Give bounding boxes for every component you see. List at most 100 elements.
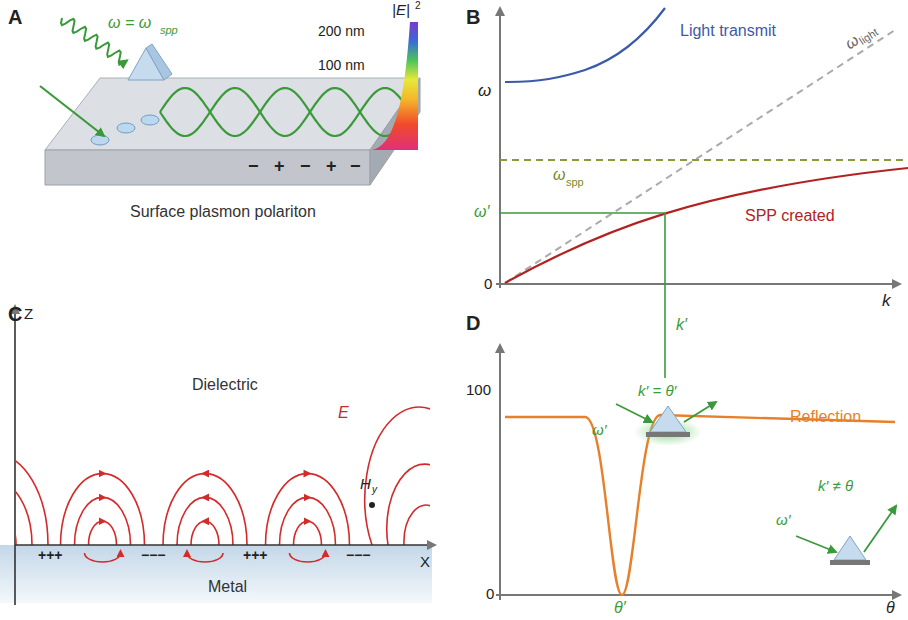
drawing-stroke — [290, 553, 326, 562]
axis-label: k′ — [676, 316, 687, 334]
light-line-label: ωlight — [842, 11, 897, 58]
curve-label: SPP created — [745, 207, 835, 225]
drawing-stroke — [16, 407, 430, 545]
resonant-prism — [616, 402, 716, 446]
curve-label: Light transmit — [680, 22, 776, 40]
curve-label: ω — [553, 166, 565, 184]
drawing-stroke — [404, 505, 430, 545]
field-lines — [0, 407, 473, 562]
drawing-stroke — [16, 453, 48, 545]
charge-sign: + — [326, 157, 337, 177]
axis-value: 100 — [466, 382, 491, 399]
panel-letter: D — [466, 312, 480, 334]
frequency-label: ω′ — [776, 512, 791, 529]
charge-sign: −−− — [346, 548, 371, 563]
frequency-label: ω = ω — [108, 14, 151, 32]
drawing-stroke — [616, 404, 652, 422]
axis-label: ω — [478, 82, 491, 101]
reflection-curve — [505, 415, 895, 595]
spp-asymptote — [500, 159, 908, 161]
panel-caption: Surface plasmon polariton — [130, 203, 316, 221]
off-resonance-prism — [796, 506, 896, 565]
superscript: 2 — [415, 0, 421, 11]
drawing-stroke — [650, 406, 686, 432]
drawing-stroke — [864, 506, 896, 552]
axis-label: Z — [24, 306, 33, 323]
light-transmit-curve — [505, 8, 665, 82]
drawing-stroke — [85, 553, 121, 562]
drawing-stroke — [117, 123, 135, 133]
k-prime-line — [664, 213, 666, 378]
hy-dot — [369, 502, 375, 508]
drawing-stroke — [75, 497, 131, 545]
drawing-stroke — [365, 407, 430, 545]
theta-axis — [496, 594, 900, 596]
drawing-stroke — [830, 560, 870, 565]
charge-sign: +++ — [38, 548, 63, 563]
field-label: E — [338, 404, 349, 422]
charge-sign: − — [248, 157, 259, 177]
axis-label: θ′ — [614, 599, 626, 617]
k-axis — [496, 283, 900, 285]
drawing-stroke — [294, 521, 322, 545]
drawing-stroke — [16, 480, 32, 545]
drawing-stroke — [163, 474, 247, 545]
panel-letter: C — [8, 303, 22, 325]
drawing-stroke — [160, 88, 415, 136]
drawing-stroke — [141, 115, 159, 125]
axis-value: 0 — [484, 276, 492, 293]
drawing-stroke — [684, 402, 716, 422]
drawing-stroke — [834, 536, 866, 560]
spp-waves — [160, 88, 415, 136]
prism — [128, 44, 172, 80]
z-axis — [14, 306, 16, 605]
field-intensity-label: |E| — [392, 2, 410, 19]
frequency-label: ω′ — [592, 422, 607, 439]
curve-label: Reflection — [790, 408, 861, 426]
subscript: spp — [566, 176, 584, 188]
panel-letter: B — [466, 6, 480, 28]
spp-curve — [505, 168, 908, 283]
charge-sign: − — [300, 157, 311, 177]
drawing-stroke — [266, 474, 350, 545]
subscript: y — [372, 484, 377, 495]
x-axis — [15, 544, 435, 546]
reflection-axis — [499, 345, 501, 600]
region-label: Metal — [208, 578, 247, 596]
drawing-stroke — [191, 521, 219, 545]
field-label: H — [360, 476, 371, 493]
axis-label: θ — [886, 599, 895, 617]
field-decay-profile — [372, 22, 418, 150]
omega-prime-line — [500, 212, 665, 214]
drawing-stroke — [45, 78, 420, 150]
distance-label: 100 nm — [318, 58, 365, 73]
surface-particles — [91, 115, 159, 145]
resonance-condition: k′ = θ′ — [638, 383, 676, 400]
drawing-stroke — [177, 497, 233, 545]
metal-slab — [45, 78, 420, 185]
axis-value: 0 — [486, 586, 494, 603]
distance-label: 200 nm — [318, 24, 365, 39]
region-label: Dielectric — [192, 376, 258, 394]
metal-region — [0, 545, 432, 603]
drawing-stroke — [146, 44, 172, 80]
resonance-condition: k′ ≠ θ — [818, 478, 853, 495]
drawing-stroke — [187, 553, 223, 562]
incident-beam — [40, 86, 104, 136]
axis-label: k — [882, 292, 891, 311]
charge-sign: + — [274, 157, 285, 177]
drawing-stroke — [61, 474, 145, 545]
panel-letter: A — [8, 6, 22, 28]
charge-sign: −−− — [141, 548, 166, 563]
drawing-stroke — [387, 464, 430, 545]
charge-sign: − — [350, 157, 361, 177]
drawing-stroke — [160, 88, 415, 136]
omega-axis — [499, 8, 501, 288]
charge-sign: +++ — [243, 548, 268, 563]
drawing-stroke — [91, 135, 109, 145]
axis-label: ω′ — [474, 203, 489, 221]
axis-label: X — [420, 554, 430, 571]
subscript: spp — [160, 24, 178, 36]
